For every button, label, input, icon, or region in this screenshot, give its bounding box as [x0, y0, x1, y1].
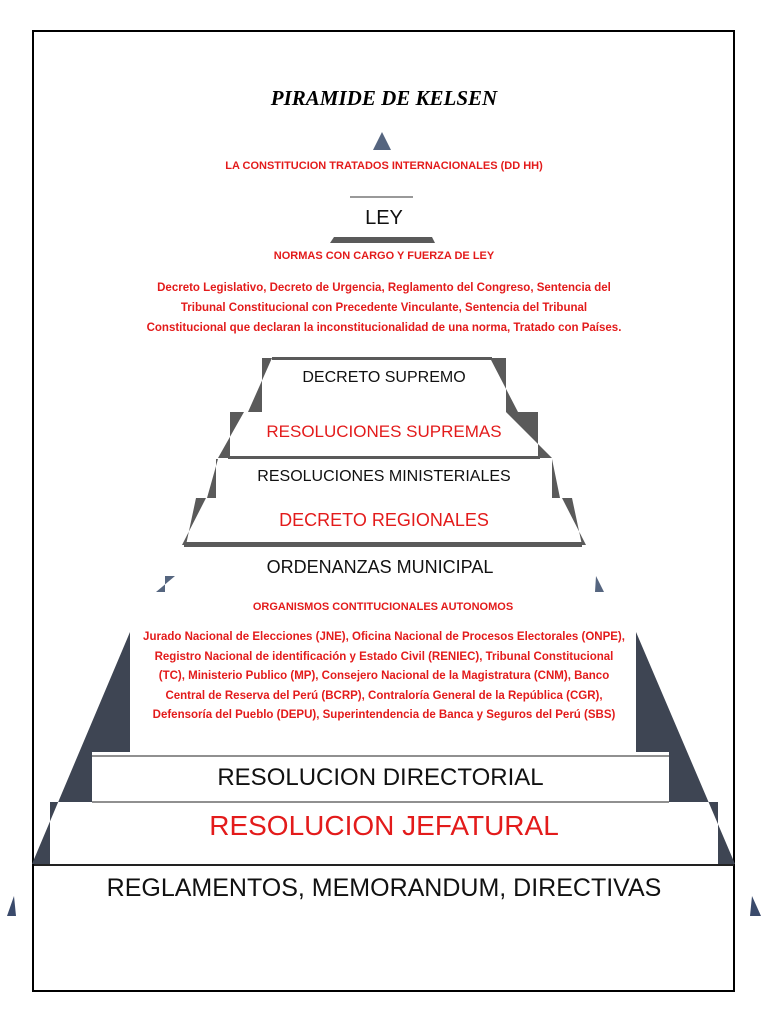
- level-ordenanzas-municipal: ORDENANZAS MUNICIPAL: [266, 557, 494, 577]
- step-rm-left: [207, 459, 218, 498]
- level-decreto-supremo: DECRETO SUPREMO: [302, 369, 466, 386]
- level-resoluciones-supremas: RESOLUCIONES SUPREMAS: [266, 422, 502, 441]
- level-resoluciones-ministeriales: RESOLUCIONES MINISTERIALES: [257, 468, 511, 485]
- base-corner-left: [7, 896, 16, 916]
- step-om-right: [595, 576, 604, 592]
- step-decreto-supremo-top: [272, 357, 492, 360]
- level-decreto-regionales: DECRETO REGIONALES: [279, 510, 489, 530]
- base-corner-right: [750, 896, 761, 916]
- level-resolucion-jefatural: RESOLUCION JEFATURAL: [209, 810, 559, 841]
- step-decreto-supremo-right: [490, 358, 518, 412]
- level-normas-detail: Decreto Legislativo, Decreto de Urgencia…: [146, 282, 622, 334]
- level-resolucion-directorial: RESOLUCION DIRECTORIAL: [217, 764, 544, 791]
- step-decreto-supremo-left: [248, 358, 272, 412]
- pyramid-base-right: [636, 632, 735, 864]
- step-rm-right: [552, 459, 560, 498]
- step-dr-right: [562, 498, 586, 545]
- step-rs-right: [506, 412, 552, 458]
- level-normas-heading: NORMAS CON CARGO Y FUERZA DE LEY: [273, 250, 495, 262]
- level-constitucion: LA CONSTITUCION TRATADOS INTERNACIONALES…: [225, 160, 543, 172]
- level-organismos-detail: Jurado Nacional de Elecciones (JNE), Ofi…: [143, 631, 625, 722]
- pyramid-apex: [373, 132, 391, 150]
- step-ley: [330, 237, 435, 243]
- step-dr-left: [182, 498, 206, 545]
- step-rs-bottom: [228, 456, 540, 459]
- level-reglamentos: REGLAMENTOS, MEMORANDUM, DIRECTIVAS: [106, 874, 662, 902]
- page-title: PIRAMIDE DE KELSEN: [270, 86, 498, 110]
- step-dr-bottom: [184, 542, 582, 547]
- step-om-left: [156, 576, 175, 592]
- step-rs-left: [218, 412, 244, 458]
- level-ley: LEY: [365, 207, 403, 229]
- page-border: [32, 30, 735, 992]
- pyramid-base-left: [32, 632, 130, 864]
- level-organismos-heading: ORGANISMOS CONTITUCIONALES AUTONOMOS: [252, 601, 514, 613]
